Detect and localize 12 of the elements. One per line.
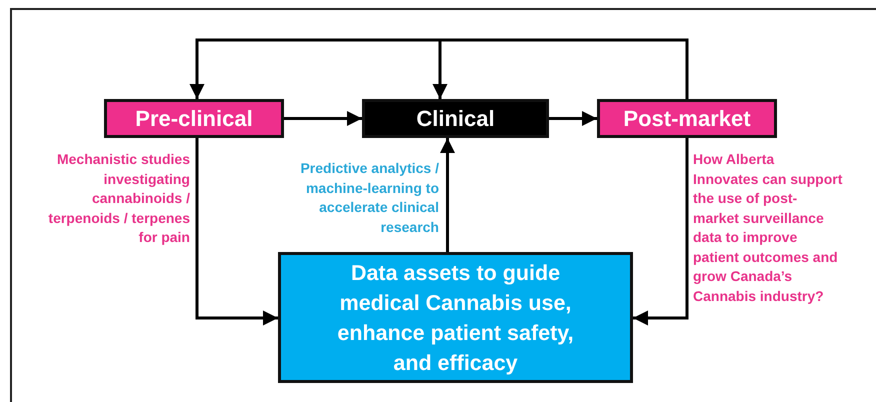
data-box: Data assets to guide medical Cannabis use, enhance patient safety, and efficacy <box>278 252 633 383</box>
stage-box: Pre-clinical <box>104 99 284 138</box>
stage-box: Clinical <box>362 99 549 138</box>
stage-description: How Alberta Innovates can support the use of post-market surveillance data to improve patient outcomes and grow Canada’s Cannabis industry? <box>693 150 843 306</box>
arrow <box>440 138 455 252</box>
arrow <box>284 111 362 126</box>
stage-description: Mechanistic studies investigating cannabinoids / terpenoids / terpenes for pain <box>47 150 190 247</box>
arrow <box>549 111 597 126</box>
arrow <box>633 138 688 326</box>
arrow <box>196 138 278 326</box>
stage-box: Post-market <box>597 99 777 138</box>
arrow <box>432 38 688 99</box>
